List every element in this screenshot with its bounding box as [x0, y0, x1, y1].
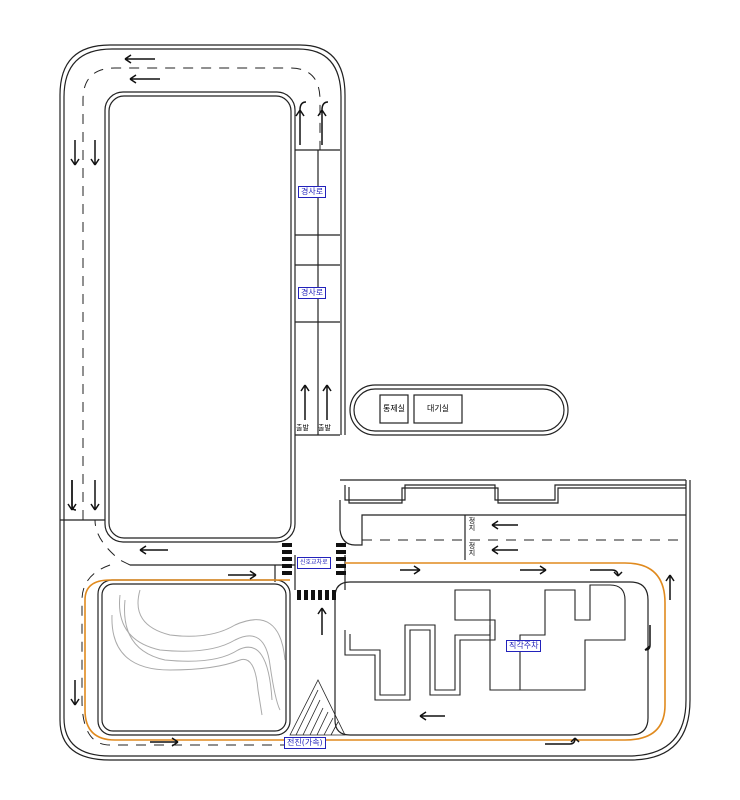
stop-label-top: 정지	[468, 517, 476, 531]
stop-label-bottom: 정지	[468, 542, 476, 556]
s-curve-course	[111, 589, 286, 716]
track-outline	[59, 44, 691, 761]
right-angle-parking-label: 직각주차	[506, 640, 542, 652]
route-line	[84, 562, 666, 741]
slope-label-2: 경사로	[298, 287, 327, 299]
signal-intersection-label: 신호교차로	[297, 557, 331, 569]
waiting-room-label: 대기실	[426, 404, 450, 413]
hatched-zone	[289, 679, 346, 736]
start-label-right: 출발	[318, 424, 331, 432]
parking-maze	[344, 584, 626, 701]
arrow-icon	[67, 54, 675, 747]
lane-dashes	[81, 67, 686, 746]
slope-label-1: 경사로	[298, 186, 327, 198]
start-label-left: 출발	[296, 424, 309, 432]
control-room-label: 통제실	[382, 404, 406, 413]
forward-accel-label: 전진(가속)	[284, 737, 326, 749]
crosswalk-icon	[282, 543, 346, 600]
